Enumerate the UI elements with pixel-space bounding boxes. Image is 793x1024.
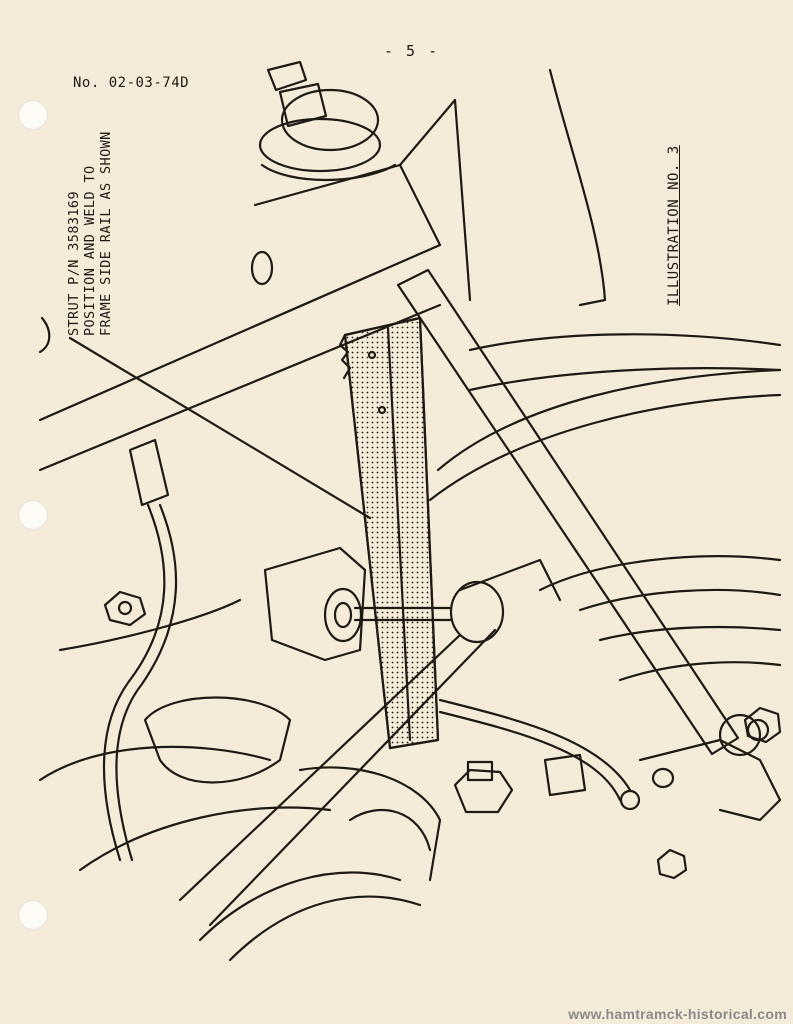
punch-hole-top [18,100,48,130]
lower-control-arm [38,598,442,962]
diagonal-strut [396,268,770,757]
mounting-bracket [263,546,452,662]
hex-nuts [103,590,782,880]
strut-callout: STRUT P/N 3583169 POSITION AND WELD TO F… [66,96,114,336]
watermark: www.hamtramck-historical.com [568,1006,787,1022]
wheel-hub [538,555,782,682]
document-number: No. 02-03-74D [73,75,190,91]
tie-rod-end [638,738,782,822]
punch-hole-bottom [18,900,48,930]
callout-line-3: FRAME SIDE RAIL AS SHOWN [98,131,114,336]
callout-line-1: STRUT P/N 3583169 [66,191,82,336]
punch-hole-middle [18,500,48,530]
shock-absorber-top [258,60,397,182]
cross-tube [178,558,562,927]
strut-part-3583169 [338,316,440,750]
illustration-title: ILLUSTRATION NO. 3 [666,145,682,306]
callout-leader-line [68,336,372,520]
page-number: - 5 - [384,42,440,60]
tire-tread [428,333,782,502]
callout-line-2: POSITION AND WELD TO [82,165,98,336]
brake-line [102,438,632,862]
